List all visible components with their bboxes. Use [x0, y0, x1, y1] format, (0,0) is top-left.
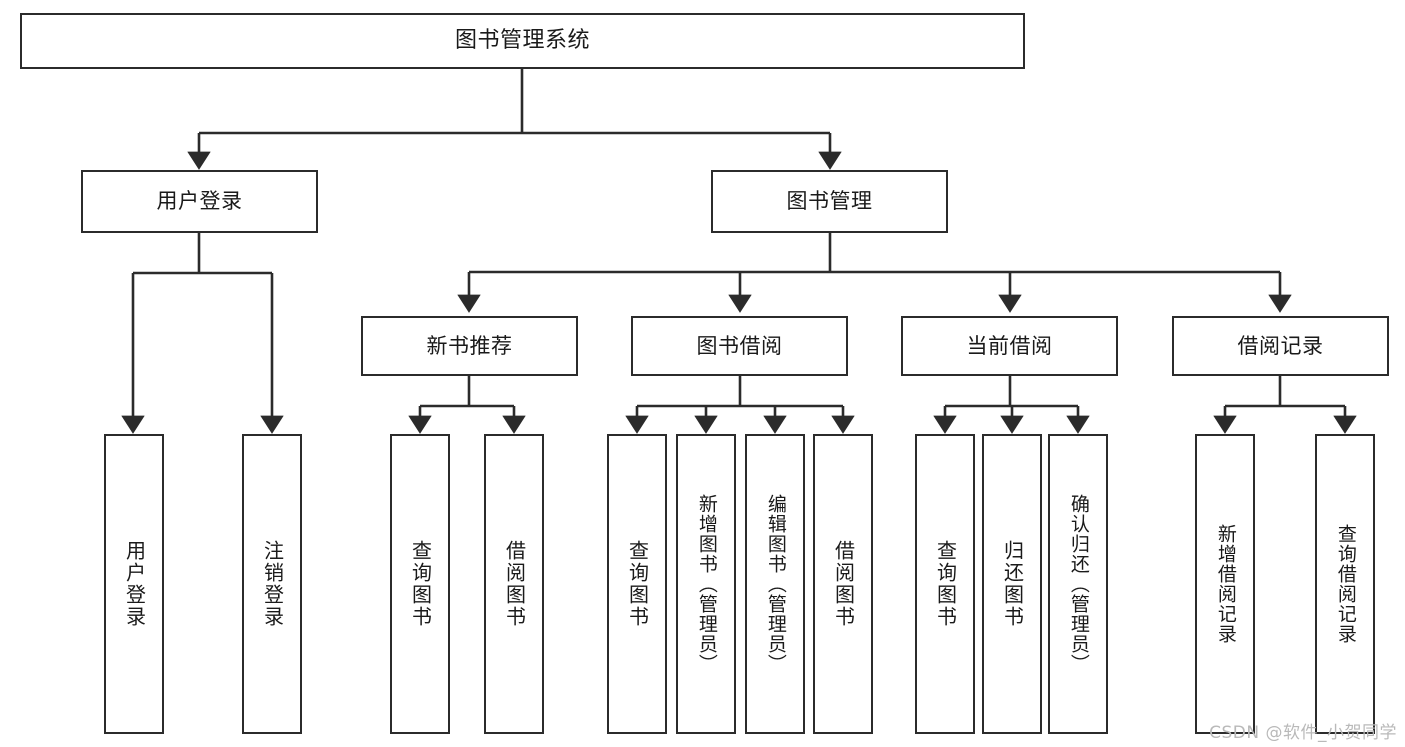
node-current-borrow[interactable]: 当前借阅 [901, 316, 1118, 376]
node-root-system[interactable]: 图书管理系统 [20, 13, 1025, 69]
leaf-add-book[interactable]: 新增图书（管理员） [676, 434, 736, 734]
node-label: 编辑图书（管理员） [764, 494, 787, 674]
watermark-text: CSDN @软件_小贺同学 [1209, 723, 1397, 743]
node-label: 用户登录 [156, 189, 243, 214]
node-label: 查询图书 [933, 540, 958, 628]
node-label: 图书管理系统 [454, 28, 590, 54]
node-label: 借阅图书 [502, 540, 527, 628]
leaf-query-book-3[interactable]: 查询图书 [915, 434, 975, 734]
node-label: 查询图书 [408, 540, 433, 628]
node-label: 新增借阅记录 [1214, 524, 1237, 644]
leaf-user-login[interactable]: 用户登录 [104, 434, 164, 734]
leaf-edit-book[interactable]: 编辑图书（管理员） [745, 434, 805, 734]
node-label: 新书推荐 [426, 333, 513, 358]
node-label: 借阅图书 [831, 540, 856, 628]
node-book-borrow[interactable]: 图书借阅 [631, 316, 848, 376]
node-label: 当前借阅 [966, 333, 1053, 358]
node-label: 注销登录 [260, 540, 285, 628]
node-label: 图书借阅 [696, 333, 783, 358]
node-label: 查询借阅记录 [1334, 524, 1357, 644]
node-label: 确认归还（管理员） [1067, 494, 1090, 674]
node-book-manage[interactable]: 图书管理 [711, 170, 948, 233]
leaf-confirm-return[interactable]: 确认归还（管理员） [1048, 434, 1108, 734]
leaf-logout[interactable]: 注销登录 [242, 434, 302, 734]
node-label: 归还图书 [1000, 540, 1025, 628]
node-new-book-recommend[interactable]: 新书推荐 [361, 316, 578, 376]
node-label: 借阅记录 [1237, 333, 1324, 358]
leaf-borrow-book-2[interactable]: 借阅图书 [813, 434, 873, 734]
node-label: 图书管理 [786, 189, 873, 214]
leaf-query-book-2[interactable]: 查询图书 [607, 434, 667, 734]
leaf-query-record[interactable]: 查询借阅记录 [1315, 434, 1375, 734]
node-label: 新增图书（管理员） [695, 494, 718, 674]
leaf-query-book-1[interactable]: 查询图书 [390, 434, 450, 734]
node-label: 查询图书 [625, 540, 650, 628]
node-user-login[interactable]: 用户登录 [81, 170, 318, 233]
node-borrow-record[interactable]: 借阅记录 [1172, 316, 1389, 376]
leaf-borrow-book-1[interactable]: 借阅图书 [484, 434, 544, 734]
leaf-add-record[interactable]: 新增借阅记录 [1195, 434, 1255, 734]
leaf-return-book[interactable]: 归还图书 [982, 434, 1042, 734]
node-label: 用户登录 [122, 540, 147, 628]
